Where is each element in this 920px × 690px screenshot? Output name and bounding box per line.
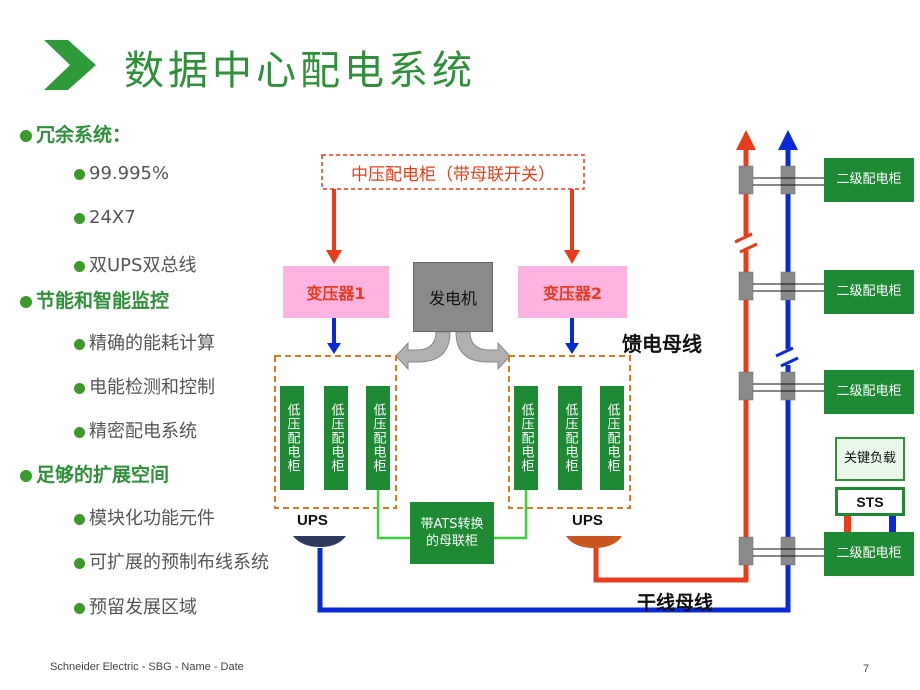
- red-trunk-bus: [593, 140, 749, 583]
- schneider-chevron-logo: [44, 40, 96, 90]
- transformer-2: 变压器2: [518, 266, 627, 318]
- generator-left-arrow: [395, 331, 451, 371]
- blue-bus-break: [775, 346, 799, 368]
- ups-left-shape: [293, 536, 346, 547]
- mv-cabinet-label: 中压配电柜（带母联开关）: [351, 164, 555, 185]
- sub-bullet: 99.995%: [74, 163, 169, 184]
- transformer-1: 变压器1: [283, 266, 389, 318]
- trunk-bus-label: 干线母线: [637, 592, 714, 614]
- sts-box: STS: [835, 487, 905, 516]
- green-link-left: [376, 490, 412, 540]
- critical-load: 关键负载: [835, 437, 905, 481]
- ups-right-label: UPS: [572, 512, 603, 529]
- sub-bullet: 可扩展的预制布线系统: [74, 548, 269, 574]
- secondary-cabinet: 二级配电柜: [824, 270, 914, 314]
- feeder-bus-label: 馈电母线: [622, 332, 702, 356]
- secondary-cabinet: 二级配电柜: [824, 158, 914, 202]
- secondary-feeds: [753, 177, 824, 557]
- arrow-up-icon: [778, 130, 798, 150]
- lv-group-right: [508, 355, 631, 509]
- sub-bullet: 预留发展区域: [74, 593, 197, 619]
- generator-right-arrow: [455, 331, 511, 371]
- ats-tie-cabinet: 带ATS转换的母联柜: [410, 502, 494, 564]
- generator: 发电机: [413, 262, 493, 332]
- footer-text: Schneider Electric - SBG - Name - Date: [50, 661, 244, 673]
- sub-bullet: 精确的能耗计算: [74, 329, 215, 355]
- bullet-dot-icon: [74, 338, 85, 350]
- lv-cabinet: 低压配电柜: [366, 386, 390, 490]
- bullet-dot-icon: [74, 557, 85, 569]
- lv-cabinet: 低压配电柜: [514, 386, 538, 490]
- sub-bullet: 模块化功能元件: [74, 504, 215, 530]
- green-link-right: [494, 490, 528, 540]
- bullet-dot-icon: [74, 513, 85, 525]
- sub-bullet: 精密配电系统: [74, 417, 197, 443]
- bullet-dot-icon: [74, 602, 85, 614]
- arrow-down-icon: [565, 343, 579, 354]
- lv-cabinet: 低压配电柜: [280, 386, 304, 490]
- arrow-down-icon: [327, 343, 341, 354]
- lv-cabinet: 低压配电柜: [600, 386, 624, 490]
- bullet-expansion: 足够的扩展空间: [20, 460, 169, 487]
- secondary-cabinet: 二级配电柜: [824, 532, 914, 576]
- bullet-dot-icon: [74, 260, 85, 272]
- sub-bullet: 双UPS双总线: [74, 251, 196, 277]
- bullet-dot-icon: [74, 382, 85, 394]
- bullet-redundant: 冗余系统：: [20, 120, 131, 147]
- bullet-energy: 节能和智能监控: [20, 286, 169, 313]
- bullet-dot-icon: [20, 469, 32, 482]
- lv-cabinet: 低压配电柜: [558, 386, 582, 490]
- lv-group-left: [274, 355, 397, 509]
- bullet-dot-icon: [20, 295, 32, 308]
- page-title: 数据中心配电系统: [124, 48, 476, 94]
- secondary-cabinet: 二级配电柜: [824, 370, 914, 414]
- sub-bullet: 24X7: [74, 207, 136, 228]
- sts-red-link: [844, 516, 851, 546]
- blue-trunk-bus: [317, 145, 791, 613]
- lv-cabinet: 低压配电柜: [324, 386, 348, 490]
- mv-cabinet-box: [321, 154, 585, 190]
- bullet-dot-icon: [20, 129, 32, 142]
- ups-left-label: UPS: [297, 512, 328, 529]
- sts-blue-link: [889, 516, 896, 546]
- arrow-down-icon: [564, 250, 580, 264]
- page-number: 7: [863, 663, 870, 675]
- bullet-dot-icon: [74, 426, 85, 438]
- bullet-dot-icon: [74, 212, 85, 224]
- arrow-down-icon: [326, 250, 342, 264]
- ups-right-shape: [566, 536, 622, 548]
- arrow-up-icon: [736, 130, 756, 150]
- tap-off-boxes: [738, 165, 796, 566]
- bullet-dot-icon: [74, 168, 85, 180]
- sub-bullet: 电能检测和控制: [74, 373, 215, 399]
